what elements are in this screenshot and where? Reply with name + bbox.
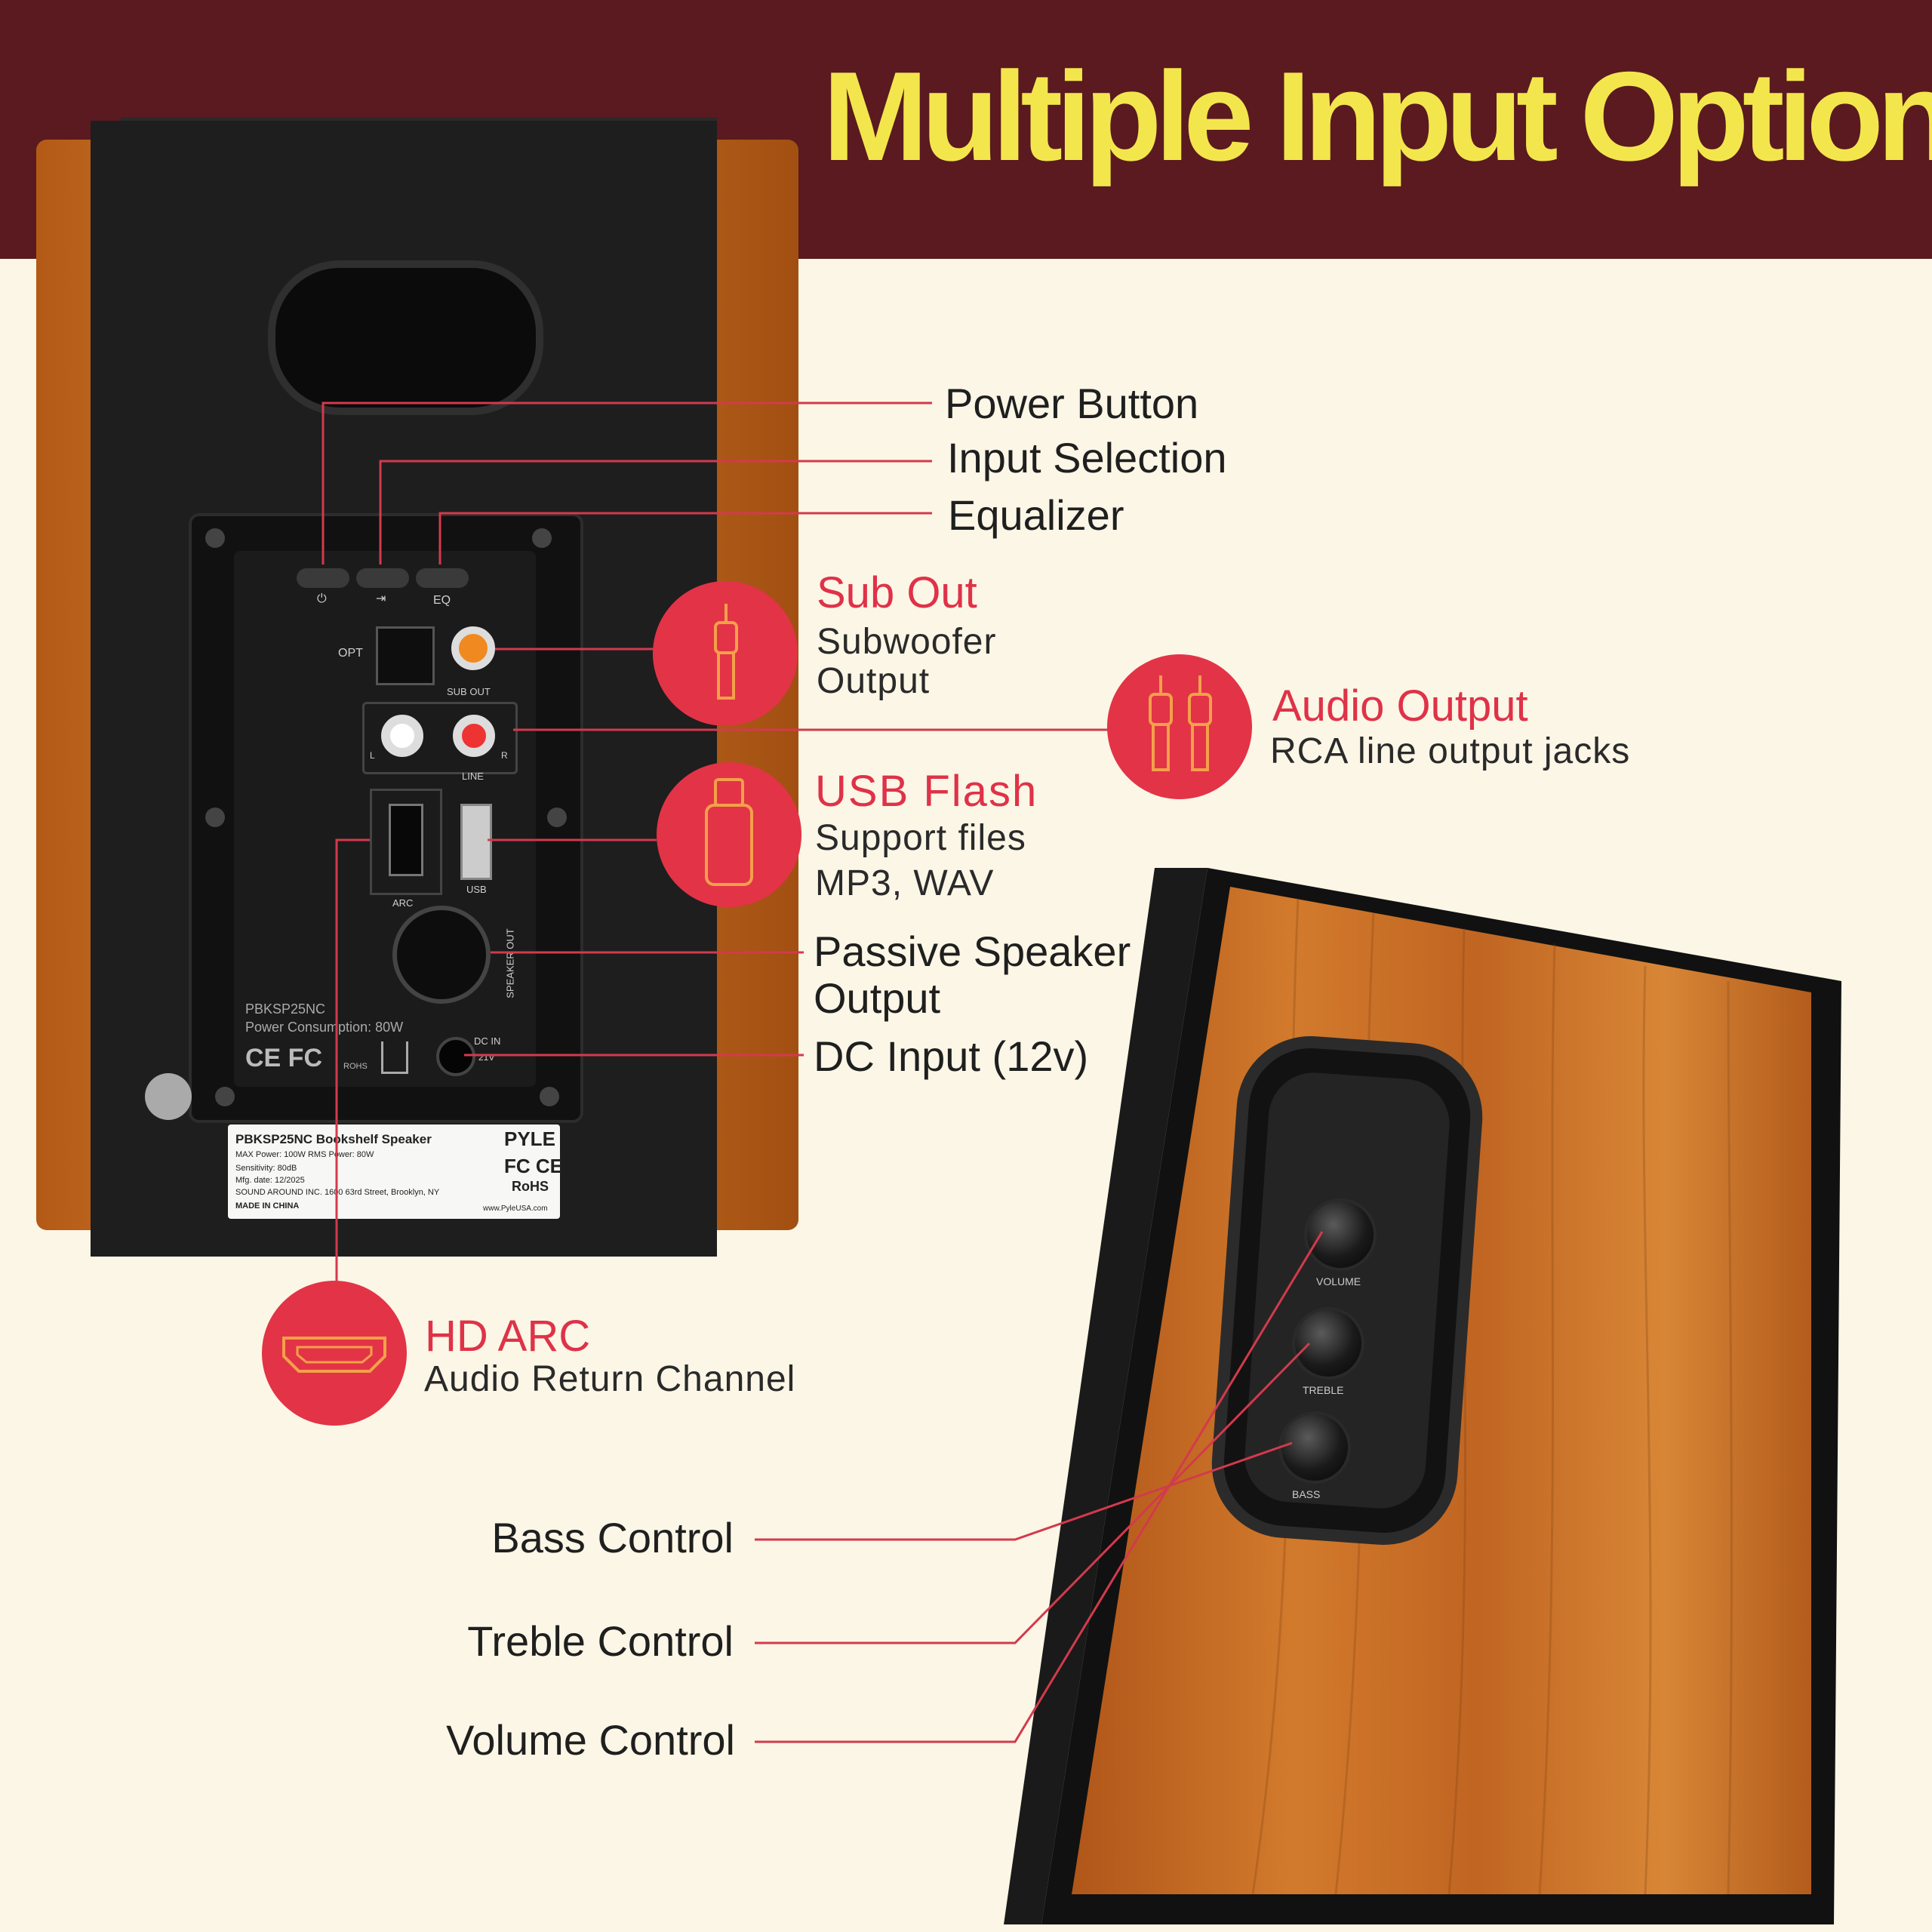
sub-out-title: Sub Out: [817, 568, 977, 617]
power-symbol-icon: ⏻: [317, 592, 327, 605]
equalizer-label: Equalizer: [948, 491, 1124, 539]
hd-arc-circle: [262, 1281, 407, 1426]
usb-flash-line1: Support files: [815, 818, 1026, 858]
sticker-sensitivity: Sensitivity: 80dB: [235, 1164, 297, 1173]
usb-flash-line2: MP3, WAV: [815, 863, 995, 903]
line-jack-frame: [362, 702, 518, 774]
input-selection-label: Input Selection: [947, 434, 1227, 481]
dual-rca-plug-icon: [1149, 675, 1212, 771]
screw: [532, 528, 552, 548]
screw: [215, 1087, 235, 1106]
power-button-label: Power Button: [945, 380, 1199, 427]
speaker-out-port[interactable]: [392, 906, 491, 1004]
screw: [540, 1087, 559, 1106]
side-speaker-grille-edge: [1004, 868, 1208, 1924]
bass-control-label: Bass Control: [491, 1514, 734, 1561]
dc-in-port[interactable]: [436, 1037, 475, 1076]
hdmi-icon: [282, 1337, 386, 1373]
volume-knob[interactable]: [1304, 1198, 1377, 1271]
sticker-title: PBKSP25NC Bookshelf Speaker: [235, 1132, 432, 1146]
screw: [205, 808, 225, 827]
acfaa-badge: [145, 1073, 192, 1120]
sticker-power: MAX Power: 100W RMS Power: 80W: [235, 1150, 374, 1159]
audio-output-title: Audio Output: [1272, 681, 1528, 731]
eq-panel-label: EQ: [433, 594, 451, 607]
page-title: Multiple Input Options: [823, 45, 1932, 187]
hdmi-arc-port[interactable]: [389, 804, 423, 876]
screw: [205, 528, 225, 548]
power-button[interactable]: [297, 568, 349, 588]
hd-arc-title: HD ARC: [425, 1312, 591, 1361]
sticker-url: www.PyleUSA.com: [483, 1204, 548, 1213]
input-symbol-icon: ⇥: [376, 592, 386, 605]
weee-bin-icon: [381, 1041, 408, 1074]
optical-port[interactable]: [376, 626, 435, 685]
sticker-mfg-date: Mfg. date: 12/2025: [235, 1176, 305, 1185]
input-button[interactable]: [356, 568, 409, 588]
volume-control-label: Volume Control: [446, 1716, 735, 1764]
volume-knob-label: VOLUME: [1316, 1275, 1361, 1287]
line-l-label: L: [370, 750, 375, 761]
sub-out-jack[interactable]: [451, 626, 495, 670]
bass-knob-label: BASS: [1292, 1488, 1321, 1500]
panel-power-consumption: Power Consumption: 80W: [245, 1020, 404, 1035]
dc-in-panel-label: DC IN: [474, 1035, 501, 1047]
usb-port[interactable]: [460, 804, 492, 880]
line-r-label: R: [501, 750, 508, 761]
eq-button[interactable]: [416, 568, 469, 588]
panel-cert-marks: CE FC: [245, 1044, 322, 1072]
side-speaker: [1004, 868, 1841, 1924]
audio-output-circle: [1107, 654, 1252, 799]
passive-speaker-line2: Output: [814, 974, 941, 1022]
sub-out-panel-label: SUB OUT: [447, 686, 491, 697]
sticker-made-in: MADE IN CHINA: [235, 1201, 300, 1211]
sticker-brand: PYLE: [504, 1128, 555, 1150]
sub-out-line2: Output: [817, 661, 931, 701]
bass-knob[interactable]: [1278, 1411, 1351, 1484]
treble-knob[interactable]: [1292, 1307, 1364, 1380]
audio-output-line1: RCA line output jacks: [1270, 731, 1631, 771]
rca-plug-icon: [714, 604, 738, 700]
screw: [547, 808, 567, 827]
sticker-certs: FC CE: [504, 1155, 563, 1177]
dc-input-label: DC Input (12v): [814, 1032, 1089, 1080]
panel-rohs-mark: ROHS: [343, 1062, 368, 1071]
arc-panel-label: ARC: [392, 897, 414, 909]
line-panel-label: LINE: [462, 771, 484, 782]
opt-panel-label: OPT: [338, 647, 363, 660]
passive-speaker-line1: Passive Speaker: [814, 928, 1131, 975]
bass-port: [268, 260, 543, 415]
treble-control-label: Treble Control: [467, 1617, 734, 1665]
hd-arc-line1: Audio Return Channel: [424, 1359, 796, 1399]
panel-model-label: PBKSP25NC: [245, 1001, 326, 1017]
usb-stick-icon: [705, 778, 753, 886]
sub-out-line1: Subwoofer: [817, 622, 997, 662]
usb-flash-title: USB Flash: [815, 767, 1038, 816]
sticker-rohs: RoHS: [512, 1179, 549, 1194]
product-sticker: [228, 1124, 560, 1219]
treble-knob-label: TREBLE: [1303, 1384, 1344, 1396]
usb-panel-label: USB: [466, 884, 487, 895]
hdmi-arc-port-frame: [370, 789, 442, 895]
